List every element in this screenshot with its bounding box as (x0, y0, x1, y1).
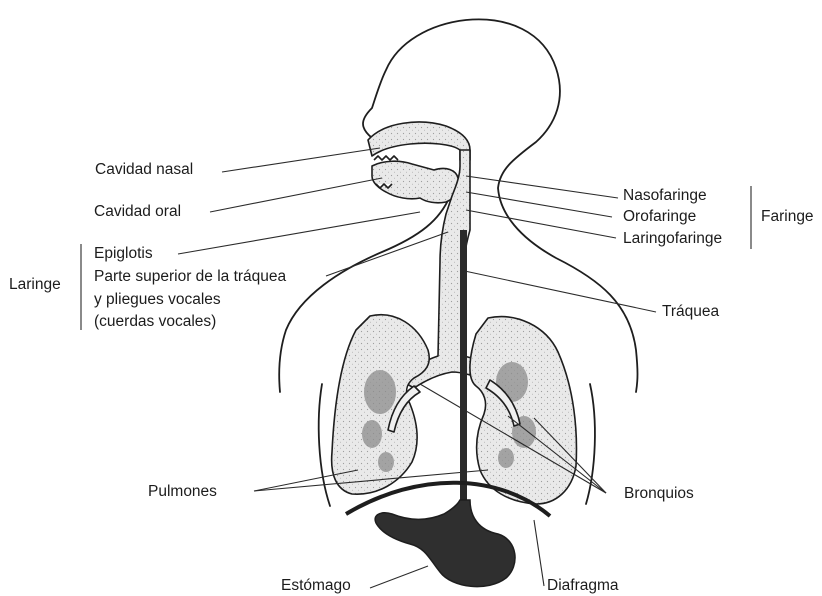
label-orofaringe: Orofaringe (623, 208, 696, 226)
left-lung (470, 317, 577, 504)
ribcage-left (319, 384, 330, 506)
stomach (375, 500, 515, 587)
label-cuerdas-vocales: (cuerdas vocales) (94, 313, 216, 331)
label-cavidad-nasal: Cavidad nasal (95, 161, 193, 179)
label-laringe: Laringe (9, 276, 61, 294)
label-faringe: Faringe (761, 208, 814, 226)
label-parte-superior-traquea: Parte superior de la tráquea (94, 268, 286, 286)
label-nasofaringe: Nasofaringe (623, 187, 707, 205)
label-laringofaringe: Laringofaringe (623, 230, 722, 248)
label-diafragma: Diafragma (547, 577, 619, 595)
label-pulmones: Pulmones (148, 483, 217, 501)
label-pliegues-vocales: y pliegues vocales (94, 291, 221, 309)
label-estomago: Estómago (281, 577, 351, 595)
oral-cavity (372, 161, 459, 203)
label-traquea: Tráquea (662, 303, 719, 321)
label-cavidad-oral: Cavidad oral (94, 203, 181, 221)
label-bronquios: Bronquios (624, 485, 694, 503)
nasal-cavity (368, 122, 470, 160)
label-epiglotis: Epiglotis (94, 245, 153, 263)
